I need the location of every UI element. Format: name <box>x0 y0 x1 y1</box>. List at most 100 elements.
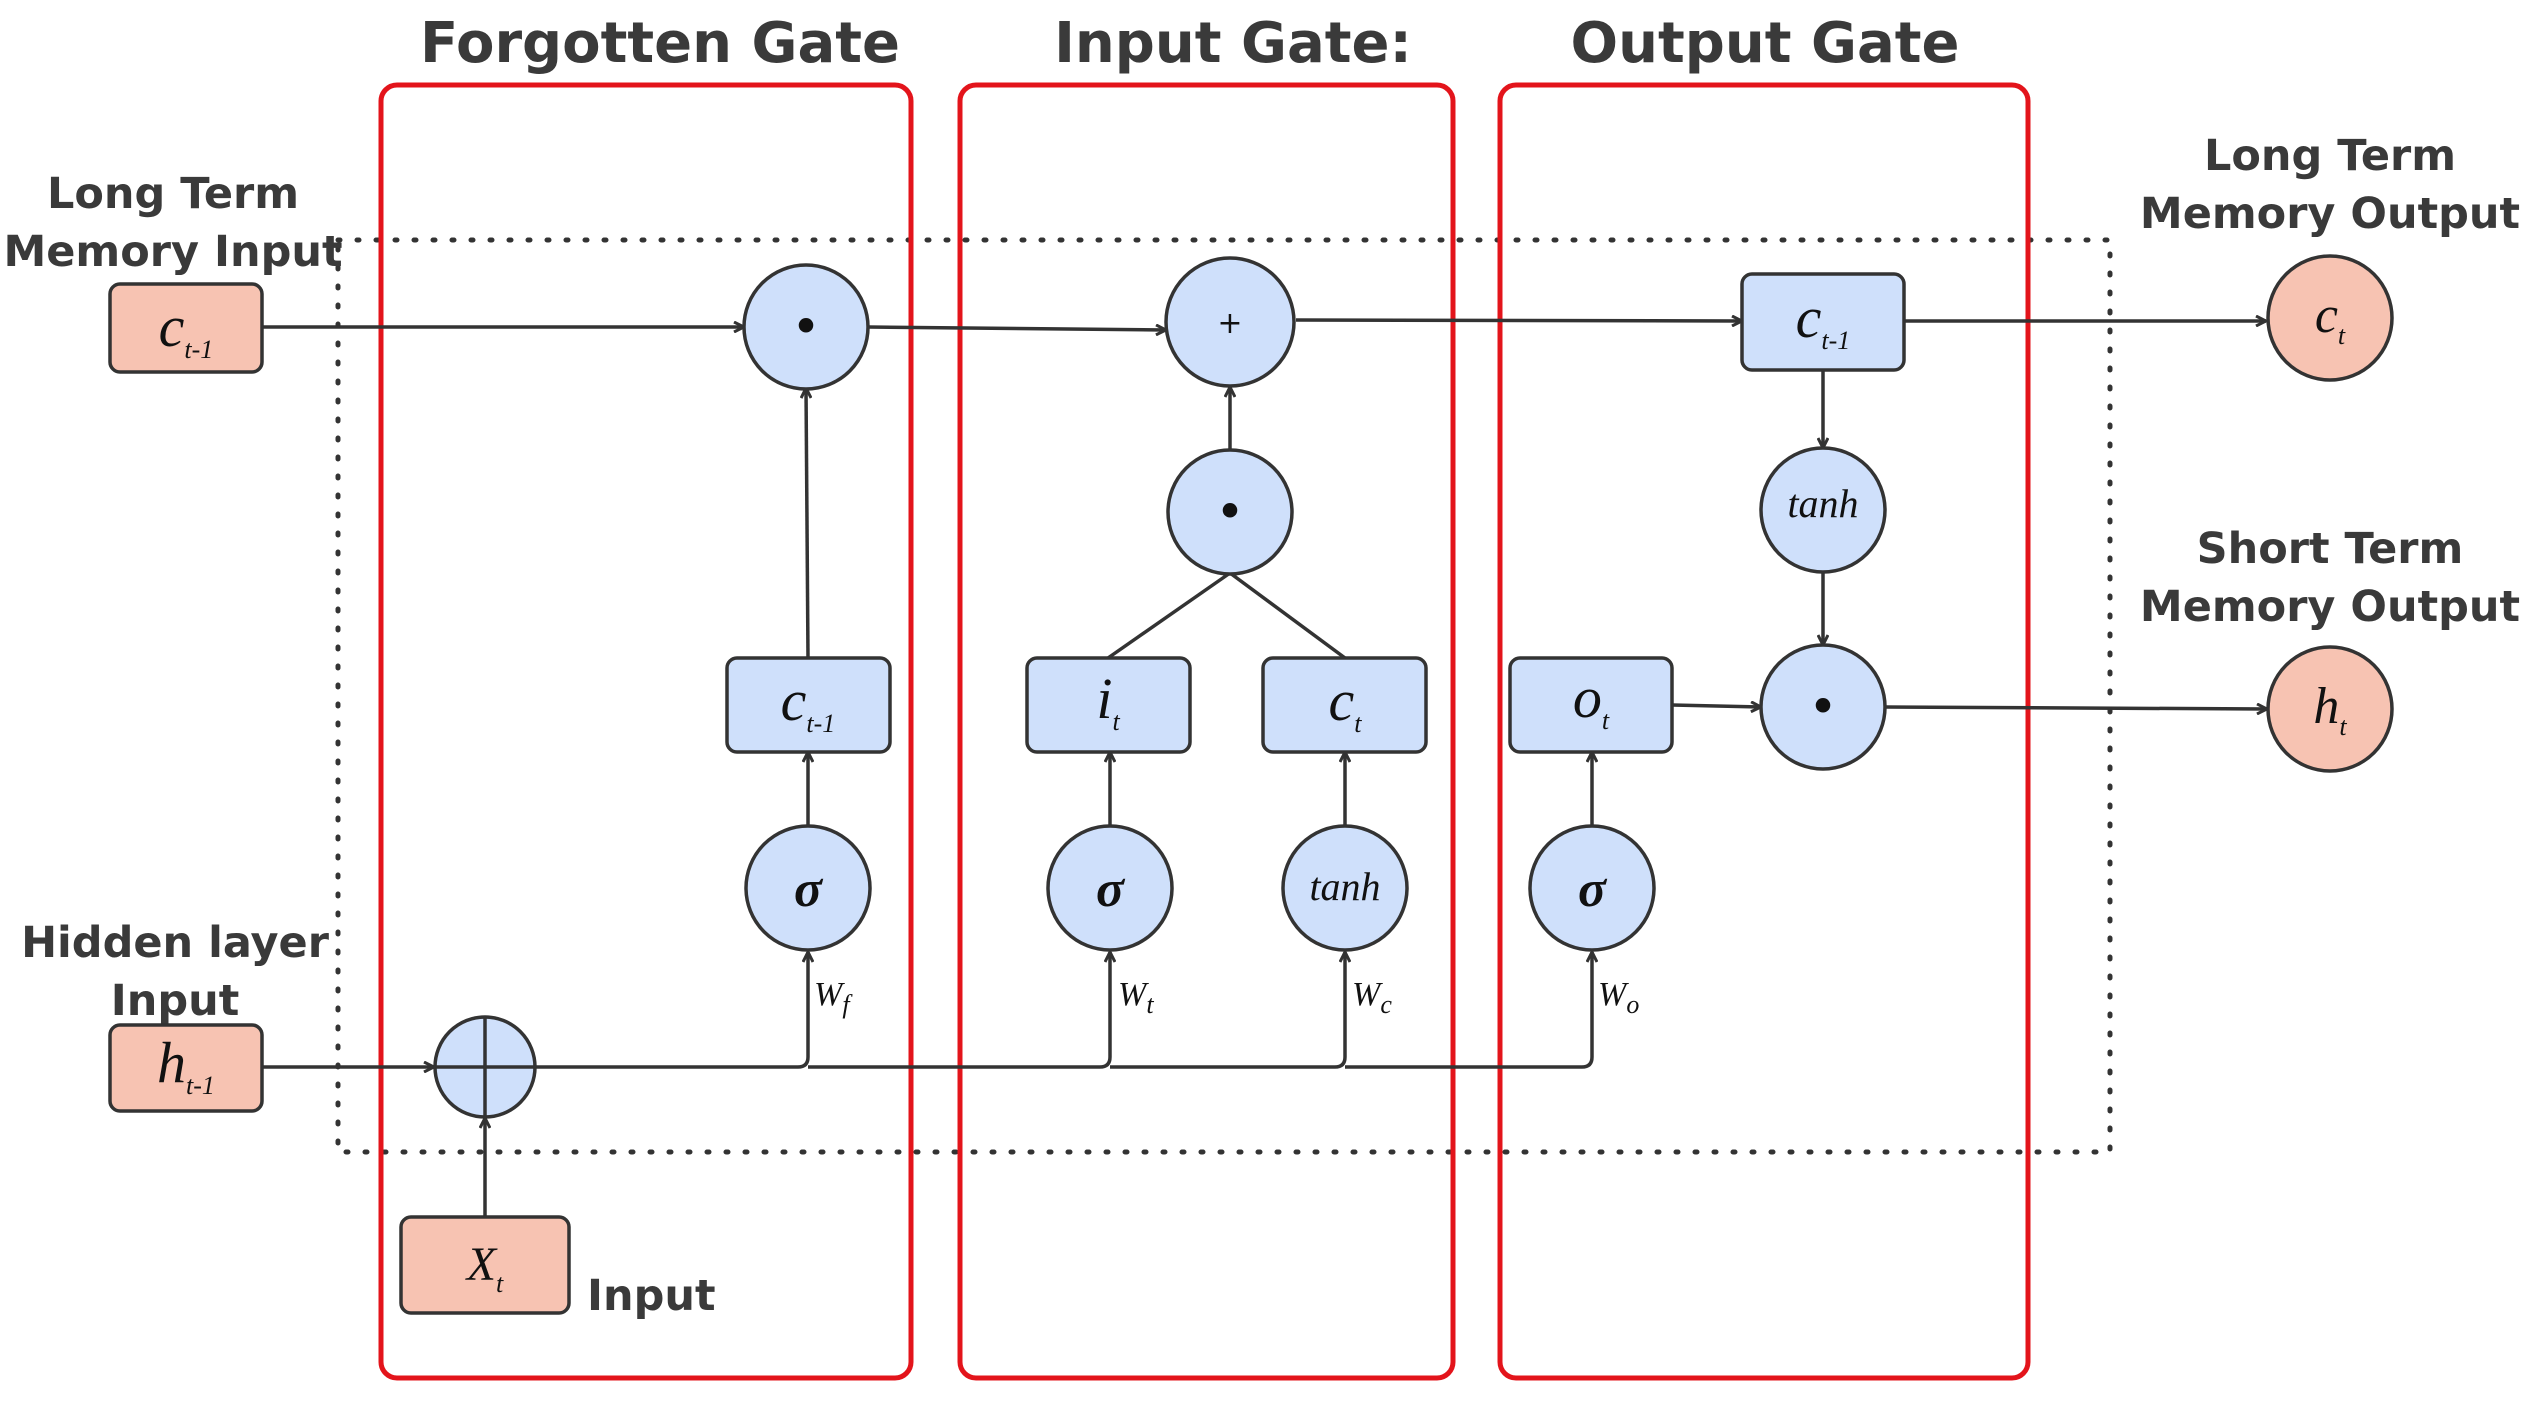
output-tanh-node: tanh <box>1759 446 1887 574</box>
output-mult-to-ht <box>1884 707 2267 709</box>
c-prev-input-sub: t-1 <box>184 335 213 364</box>
input-mult-symbol: • <box>1215 483 1245 541</box>
x-input-symbol: Xt <box>465 1238 504 1298</box>
ht-output-sub: t <box>2339 712 2347 741</box>
output-weight-label: Wo <box>1598 976 1639 1019</box>
input-ct-sub: t <box>1354 709 1362 738</box>
hidden-input-label-line1: Hidden layer <box>21 918 330 968</box>
output-sigma-circle <box>1528 824 1656 952</box>
input-gate-box <box>957 82 1456 1381</box>
input-add-circle <box>1164 256 1296 388</box>
x-input-box <box>399 1215 571 1315</box>
input-add-node: + <box>1164 256 1296 388</box>
output-ot-symbol: ot <box>1573 665 1610 735</box>
output-gate-box <box>1497 82 2031 1381</box>
forget-sigma-node: σ <box>744 824 872 952</box>
forget-mult-to-add <box>867 327 1166 330</box>
input-sigma-circle <box>1046 824 1174 952</box>
output-mult-symbol: • <box>1808 678 1838 736</box>
output-tanh-circle <box>1759 446 1887 574</box>
ct-output-node: ct <box>2266 254 2394 382</box>
output-ot-box <box>1508 656 1674 754</box>
ht-output-circle <box>2266 645 2394 773</box>
input-mult-circle <box>1166 448 1294 576</box>
output-gate-title: Output Gate <box>1571 11 1960 76</box>
ht-output-main: h <box>2313 678 2339 735</box>
input-mult-node: • <box>1166 448 1294 576</box>
ltm-output-label-line2: Memory Output <box>2140 189 2520 239</box>
input-weight-i-main: W <box>1118 976 1149 1013</box>
ot-to-output-mult <box>1671 705 1761 707</box>
input-weight-i-sub: t <box>1146 990 1154 1019</box>
input-it-main: i <box>1096 666 1112 731</box>
input-gate-title: Input Gate: <box>1054 11 1412 76</box>
output-sigma-node: σ <box>1528 824 1656 952</box>
h-prev-input-box <box>108 1023 264 1113</box>
output-weight-sub: o <box>1626 990 1639 1019</box>
forget-weight-main: W <box>814 976 845 1013</box>
input-ct-main: c <box>1329 668 1355 733</box>
h-prev-input-sub: t-1 <box>186 1071 215 1100</box>
input-weight-c-sub: c <box>1380 990 1392 1019</box>
output-state-symbol: ct-1 <box>1796 285 1851 355</box>
ct-output-symbol: ct <box>2315 287 2346 350</box>
output-ot-sub: t <box>1602 706 1610 735</box>
output-ot-main: o <box>1573 665 1602 730</box>
output-ot-node: ot <box>1508 656 1674 754</box>
forget-gate-title: Forgotten Gate <box>420 11 900 76</box>
ct-output-sub: t <box>2338 321 2346 350</box>
input-it-box <box>1025 656 1192 754</box>
h-prev-input-node: ht-1 <box>108 1023 264 1113</box>
input-tanh-node: tanh <box>1281 824 1409 952</box>
input-ct-node: ct <box>1261 656 1428 754</box>
ct-output-circle <box>2266 254 2394 382</box>
ltm-output-label-line1: Long Term <box>2204 131 2456 181</box>
it-to-input-mult <box>1106 571 1232 660</box>
h-prev-input-symbol: ht-1 <box>157 1030 215 1100</box>
concat-to-forget-sigma <box>536 952 808 1069</box>
x-input-sub: t <box>496 1269 504 1298</box>
stm-output-label-line1: Short Term <box>2197 524 2464 574</box>
output-mult-node: • <box>1759 643 1887 771</box>
cell-boundary <box>335 237 2113 1155</box>
connections <box>262 320 2267 1217</box>
output-state-box <box>1740 272 1906 372</box>
stm-output-label-line2: Memory Output <box>2140 582 2520 632</box>
forget-mult-circle <box>742 263 870 391</box>
input-weight-c-main: W <box>1352 976 1383 1013</box>
x-input-main: X <box>465 1238 498 1291</box>
forget-mult-symbol: • <box>791 298 821 356</box>
input-it-node: it <box>1025 656 1192 754</box>
input-ct-box <box>1261 656 1428 754</box>
forget-state-symbol: ct-1 <box>781 668 836 738</box>
input-tanh-circle <box>1281 824 1409 952</box>
input-label: Input <box>587 1271 716 1321</box>
hidden-input-label-line2: Input <box>111 976 240 1026</box>
output-mult-circle <box>1759 643 1887 771</box>
concat-to-output-sigma <box>1345 952 1592 1069</box>
concat-to-input-tanh <box>1110 952 1345 1069</box>
input-it-sub: t <box>1112 707 1120 736</box>
forget-state-main: c <box>781 668 807 733</box>
forget-sigma-circle <box>744 824 872 952</box>
input-add-symbol: + <box>1217 306 1242 341</box>
forget-state-node: ct-1 <box>725 656 892 754</box>
forget-sigma-symbol: σ <box>794 861 824 918</box>
forget-mult-node: • <box>742 263 870 391</box>
output-tanh-symbol: tanh <box>1787 481 1858 526</box>
input-sigma-node: σ <box>1046 824 1174 952</box>
input-tanh-symbol: tanh <box>1309 864 1380 909</box>
c-prev-input-main: c <box>159 294 185 359</box>
output-weight-main: W <box>1598 976 1629 1013</box>
ltm-input-label-line2: Memory Input <box>3 227 342 277</box>
forget-weight-sub: f <box>842 990 853 1019</box>
output-sigma-symbol: σ <box>1578 861 1608 918</box>
forget-state-box <box>725 656 892 754</box>
concat-to-input-sigma <box>808 952 1110 1069</box>
concat-node <box>433 1015 537 1119</box>
c-prev-input-box <box>108 282 264 374</box>
input-sigma-symbol: σ <box>1096 861 1126 918</box>
ct-output-main: c <box>2315 287 2338 344</box>
add-to-output-state <box>1295 320 1742 321</box>
output-state-node: ct-1 <box>1740 272 1906 372</box>
